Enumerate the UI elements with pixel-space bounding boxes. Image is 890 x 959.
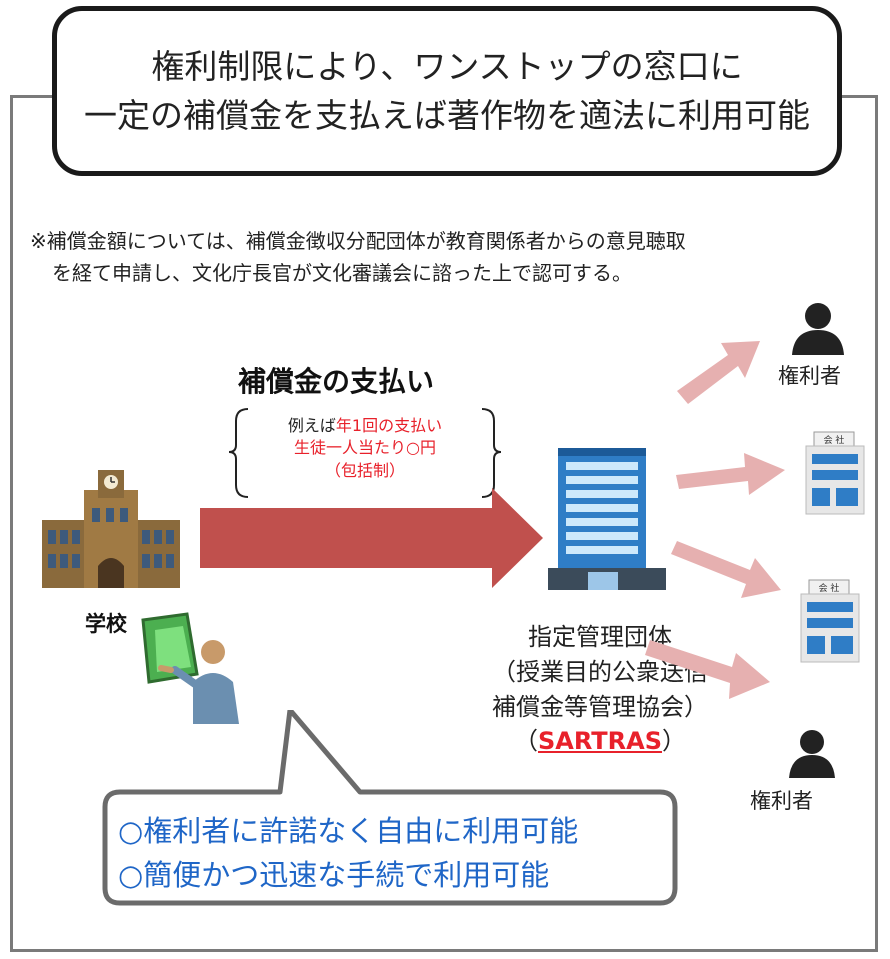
payment-arrow	[200, 488, 543, 588]
arrow-to-top-right-holder	[677, 341, 760, 404]
note-line-1: ※補償金額については、補償金徴収分配団体が教育関係者からの意見聴取	[30, 229, 686, 253]
right-holder-label-top: 権利者	[778, 364, 841, 388]
arrow-to-bottom-company	[671, 541, 781, 598]
company-sign-top: 会 社	[824, 434, 845, 446]
callout-bubble	[102, 710, 678, 906]
organization-line-3: 補償金等管理協会）	[492, 692, 708, 721]
callout-text: ○権利者に許諾なく自由に利用可能 ○簡便かつ迅速な手続で利用可能	[118, 810, 578, 897]
note-text: ※補償金額については、補償金徴収分配団体が教育関係者からの意見聴取 を経て申請し…	[30, 225, 850, 289]
callout-line-1: ○権利者に許諾なく自由に利用可能	[118, 814, 579, 848]
arrow-to-bottom-right-holder	[645, 640, 770, 699]
right-holder-label-bottom: 権利者	[750, 789, 813, 813]
school-label: 学校	[85, 612, 127, 636]
headline-line-1: 権利制限により、ワンストップの窓口に	[151, 46, 743, 86]
headline-box: 権利制限により、ワンストップの窓口に 一定の補償金を支払えば著作物を適法に利用可…	[52, 6, 842, 176]
payment-example-red: 年1回の支払い	[335, 416, 443, 435]
company-sign-bottom: 会 社	[819, 582, 840, 594]
payment-example-line-3: （包括制）	[324, 460, 405, 480]
paren-open: （	[514, 727, 538, 756]
organization-label: 指定管理団体 （授業目的公衆送信 補償金等管理協会） （SARTRAS）	[450, 620, 750, 759]
callout-line-2: ○簡便かつ迅速な手続で利用可能	[118, 857, 550, 892]
note-line-2: を経て申請し、文化庁長官が文化審議会に諮った上で認可する。	[52, 261, 632, 285]
paren-close: ）	[661, 727, 686, 756]
school-building-icon	[42, 470, 180, 588]
payment-example-line-2: 生徒一人当たり○円	[294, 438, 436, 458]
company-building-icon: 会 社	[805, 431, 865, 515]
office-tower-icon	[548, 448, 666, 590]
payment-example: 例えば年1回の支払い 生徒一人当たり○円 （包括制）	[226, 415, 504, 482]
teacher-icon	[141, 612, 239, 724]
headline-line-2: 一定の補償金を支払えば著作物を適法に利用可能	[84, 96, 810, 135]
person-icon	[792, 303, 844, 355]
payment-example-prefix: 例えば	[287, 416, 336, 435]
organization-line-4: （SARTRAS）	[450, 724, 750, 759]
company-building-icon: 会 社	[800, 579, 860, 663]
payment-title: 補償金の支払い	[238, 365, 435, 398]
sartras-acronym: SARTRAS	[538, 727, 662, 756]
person-icon	[789, 730, 835, 778]
arrow-to-top-company	[676, 453, 785, 495]
